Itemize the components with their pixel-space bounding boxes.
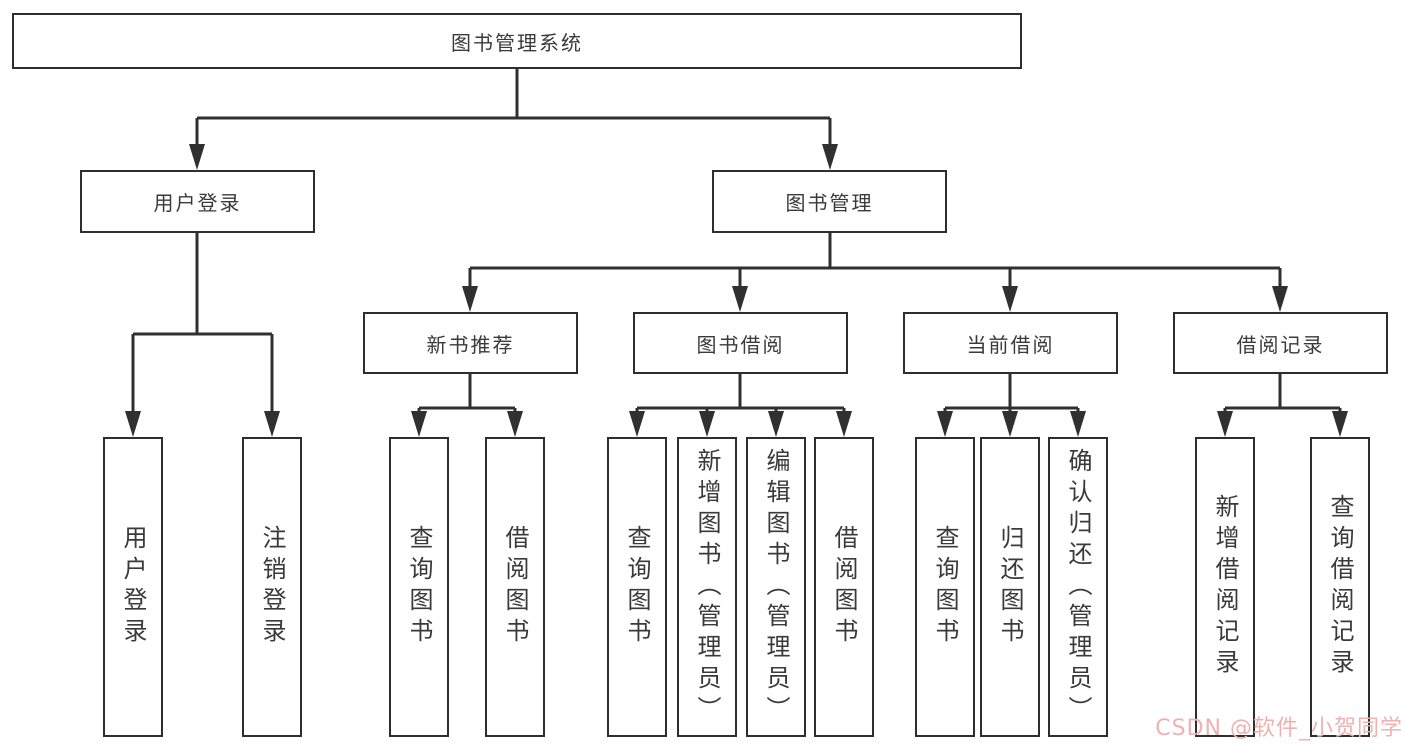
leaf-confirm-return-admin: 确认归还（管理员） bbox=[1048, 437, 1108, 737]
node-borrowing-records: 借阅记录 bbox=[1173, 312, 1388, 374]
leaf-query-books-current: 查询图书 bbox=[915, 437, 975, 737]
leaf-query-books-recommend: 查询图书 bbox=[389, 437, 449, 737]
node-current-borrowing: 当前借阅 bbox=[903, 312, 1118, 374]
node-user-login-module: 用户登录 bbox=[80, 170, 315, 233]
leaf-add-borrow-record: 新增借阅记录 bbox=[1195, 437, 1255, 737]
leaf-add-books-admin: 新增图书（管理员） bbox=[677, 437, 737, 737]
arrowheads bbox=[125, 144, 1348, 437]
leaf-user-login: 用户登录 bbox=[103, 437, 163, 737]
node-book-borrowing: 图书借阅 bbox=[633, 312, 848, 374]
leaf-borrow-books: 借阅图书 bbox=[814, 437, 874, 737]
leaf-query-borrow-record: 查询借阅记录 bbox=[1310, 437, 1370, 737]
leaf-logout: 注销登录 bbox=[242, 437, 302, 737]
node-new-book-recommendation: 新书推荐 bbox=[363, 312, 578, 374]
csdn-watermark: CSDN @软件_小贺同学 bbox=[1155, 716, 1403, 741]
leaf-query-books-borrowing: 查询图书 bbox=[607, 437, 667, 737]
node-book-management-module: 图书管理 bbox=[712, 170, 947, 233]
leaf-borrow-books-recommend: 借阅图书 bbox=[485, 437, 545, 737]
leaf-return-books: 归还图书 bbox=[980, 437, 1040, 737]
node-library-management-system: 图书管理系统 bbox=[12, 13, 1022, 69]
leaf-edit-books-admin: 编辑图书（管理员） bbox=[746, 437, 806, 737]
